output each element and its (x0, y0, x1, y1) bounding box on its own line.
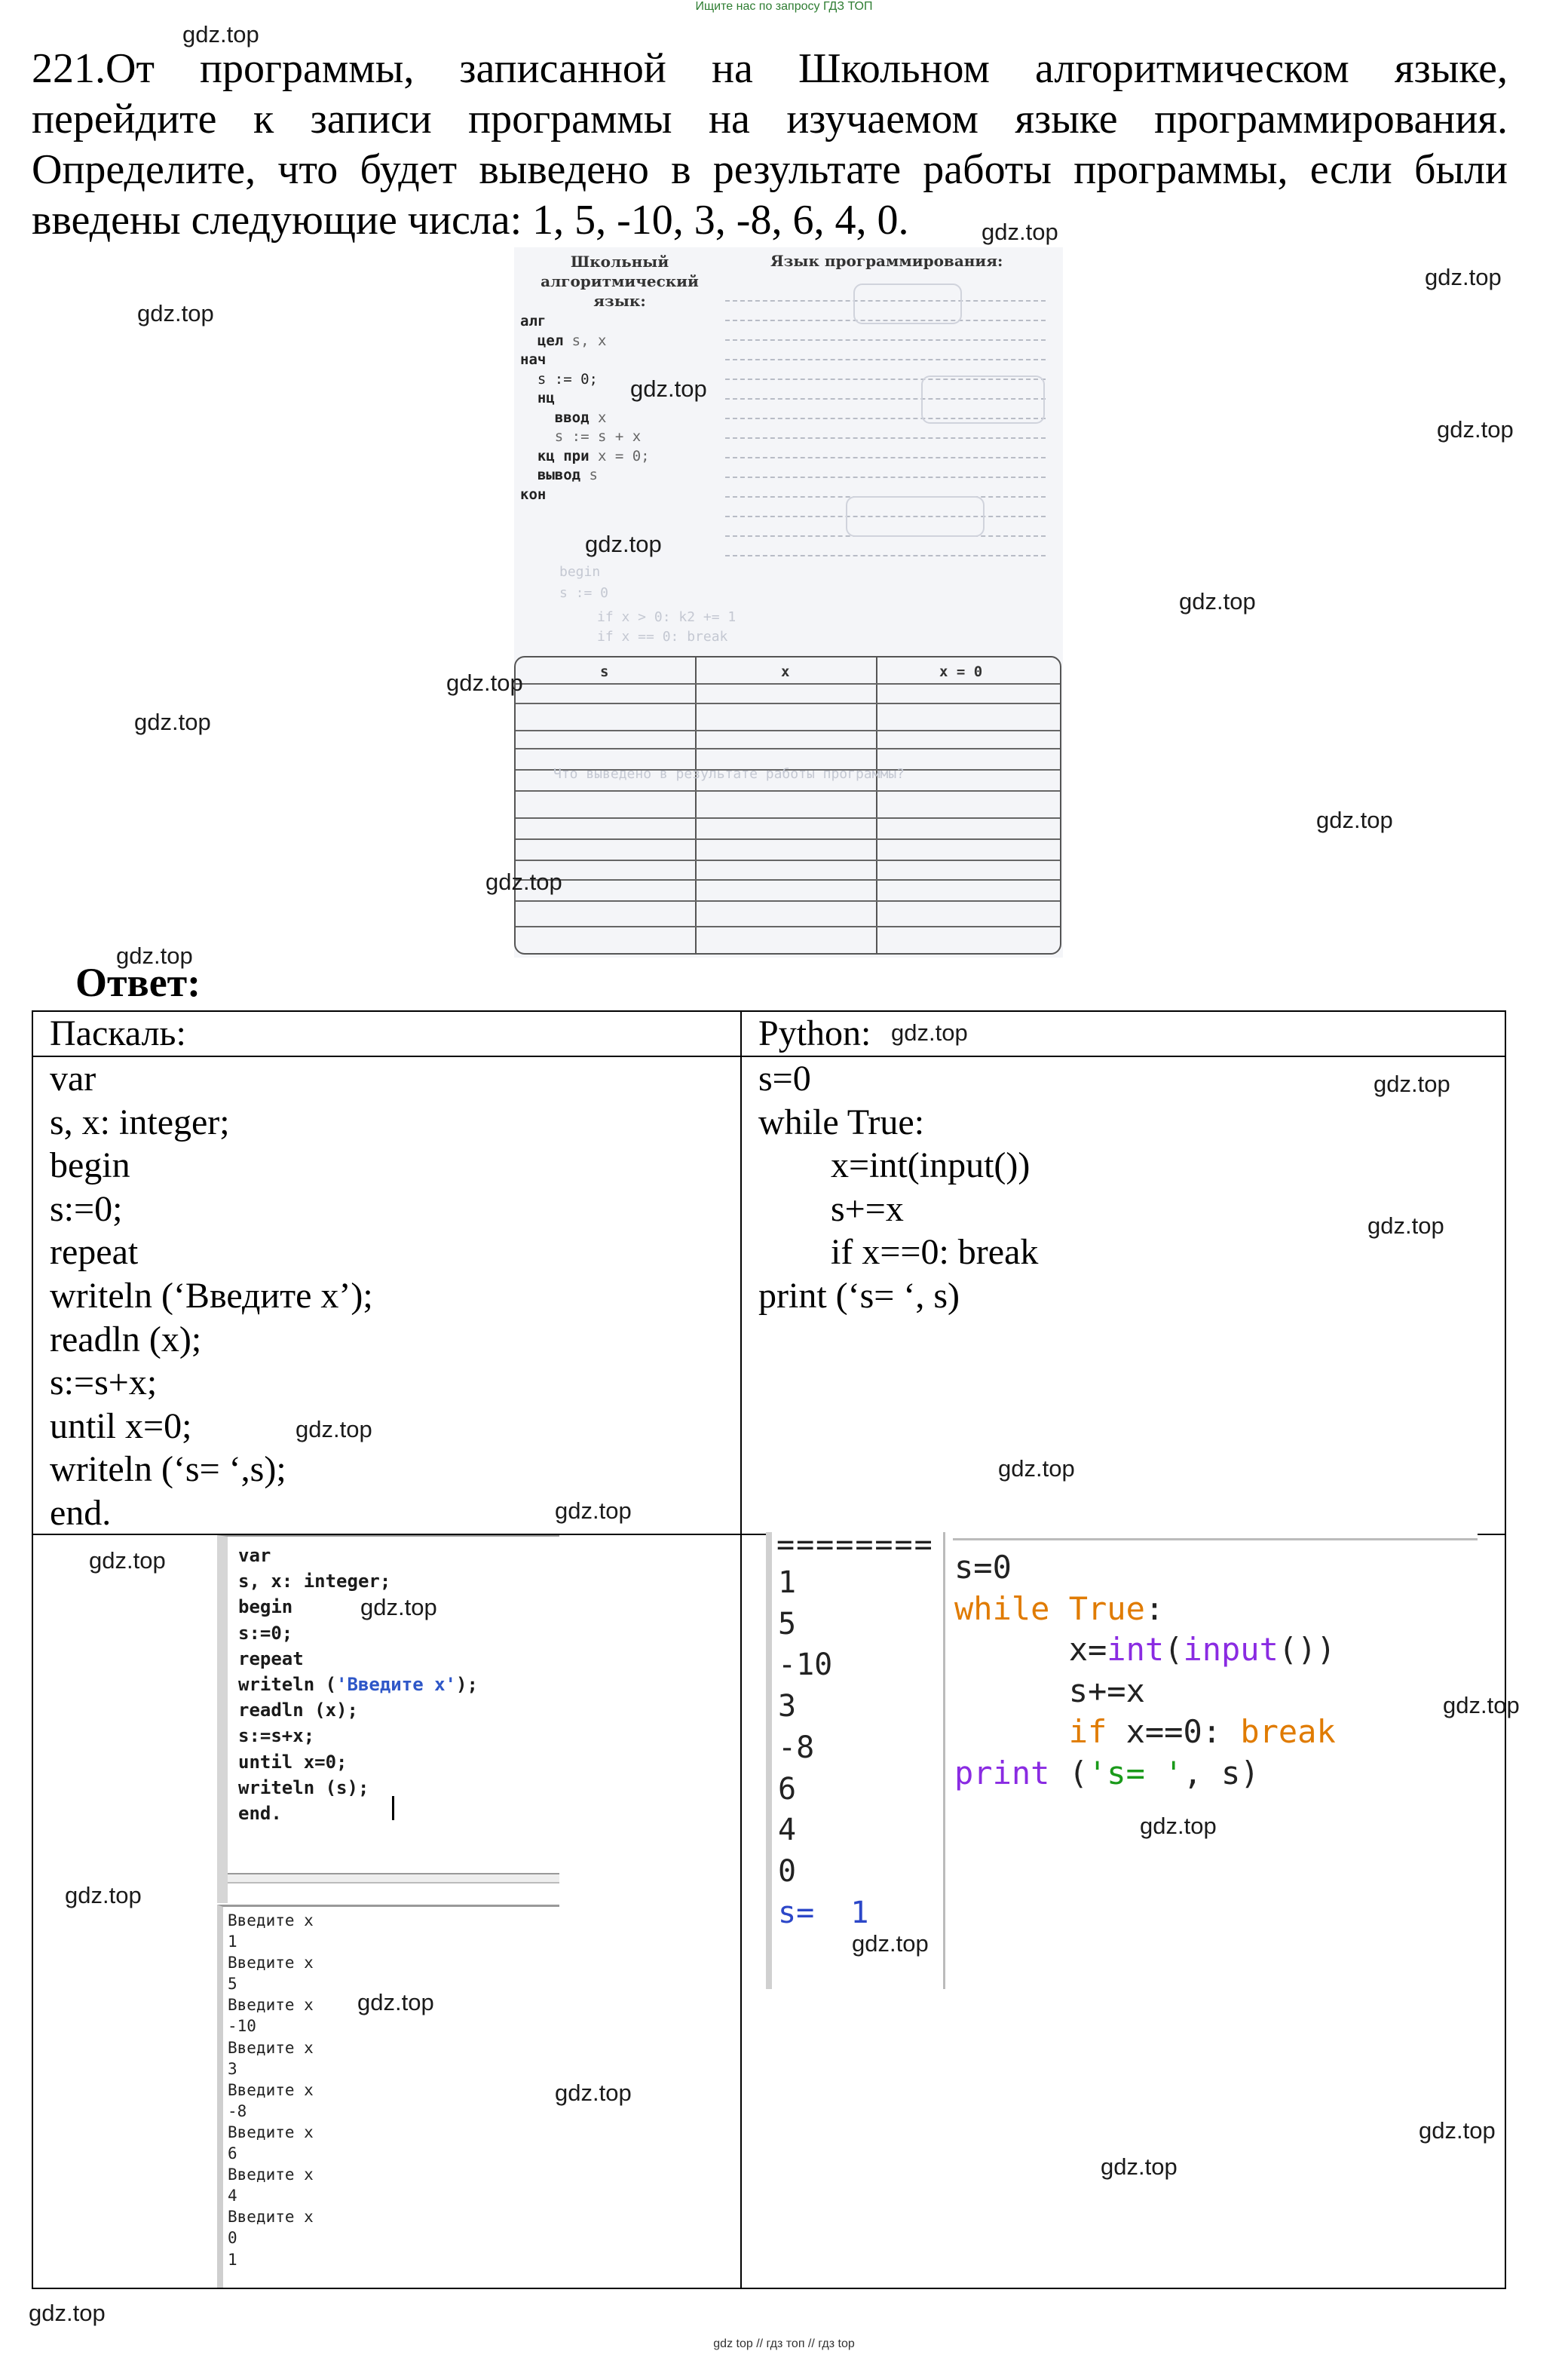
watermark: gdz.top (446, 670, 523, 696)
python-editor-code: s=0 while True: x=int(input()) s+=x if x… (954, 1549, 1336, 1792)
watermark: gdz.top (1367, 1212, 1444, 1239)
watermark: gdz.top (1316, 807, 1393, 833)
watermark: gdz.top (296, 1416, 372, 1442)
pascal-output-text: Введите x 1 Введите x 5 Введите x -10 Вв… (228, 1911, 314, 2269)
watermark: gdz.top (982, 219, 1058, 245)
watermark: gdz.top (116, 943, 193, 969)
watermark: gdz.top (1437, 416, 1514, 443)
header-note: Ищите нас по запросу ГДЗ ТОП (695, 0, 873, 13)
watermark: gdz.top (357, 1989, 434, 2015)
python-shell-output: 1 5 -10 3 -8 6 4 0 s= 1 (778, 1565, 869, 1930)
watermark: gdz.top (852, 1930, 929, 1957)
watermark: gdz.top (1101, 2153, 1178, 2180)
algo-language-header: Школьный алгоритмический язык: (541, 253, 699, 310)
task-line: перейдите к записи программы на изучаемо… (32, 96, 1508, 143)
horizontal-scrollbar (228, 1873, 559, 1884)
answer-label: Ответ: (75, 960, 201, 1005)
pascal-header: Паскаль: (50, 1013, 186, 1053)
pascal-output-screenshot: Введите x 1 Введите x 5 Введите x -10 Вв… (217, 1905, 559, 2288)
textbook-scan: Школьный алгоритмический язык: Язык прог… (514, 247, 1063, 958)
python-shell-screenshot: ======== 1 5 -10 3 -8 6 4 0 s= 1 (766, 1528, 945, 1989)
footer-note: gdz top // гдз топ // гдз top (713, 2337, 855, 2350)
pascal-code: var s, x: integer; begin s:=0; repeat wr… (50, 1059, 373, 1533)
task-line: Определите, что будет выведено в результ… (32, 146, 1508, 193)
watermark: gdz.top (29, 2300, 106, 2326)
watermark: gdz.top (89, 1547, 166, 1574)
restart-separator: ======== (776, 1528, 934, 1562)
task-line: введены следующие числа: 1, 5, -10, 3, -… (32, 197, 909, 244)
task-statement: 221.От программы, записанной на Школьном… (32, 44, 1508, 246)
watermark: gdz.top (555, 1497, 632, 1524)
watermark: gdz.top (1179, 588, 1256, 615)
watermark: gdz.top (555, 2080, 632, 2106)
watermark: gdz.top (585, 531, 662, 557)
watermark: gdz.top (485, 869, 562, 895)
watermark: gdz.top (360, 1594, 437, 1620)
watermark: gdz.top (1140, 1813, 1217, 1839)
python-editor-screenshot: s=0 while True: x=int(input()) s+=x if x… (945, 1532, 1478, 1804)
trace-table: s x x = 0 Что выведено в результате рабо… (514, 656, 1061, 955)
watermark: gdz.top (1419, 2117, 1496, 2144)
watermark: gdz.top (630, 375, 707, 402)
watermark: gdz.top (1425, 264, 1502, 290)
watermark: gdz.top (134, 709, 211, 735)
trace-col-cond: x = 0 (939, 664, 983, 680)
watermark: gdz.top (998, 1455, 1075, 1482)
python-code: s=0 while True: x=int(input()) s+=x if x… (758, 1059, 1039, 1316)
trace-col-s: s (600, 664, 609, 680)
text-caret (392, 1796, 394, 1820)
trace-col-x: x (781, 664, 790, 680)
python-header: Python: (758, 1013, 871, 1053)
watermark: gdz.top (182, 21, 259, 48)
pascal-editor-screenshot: var s, x: integer; begin s:=0; repeat wr… (217, 1535, 559, 1903)
watermark: gdz.top (65, 1882, 142, 1908)
algo-program: алг цел s, x нач s := 0; нц ввод x s := … (520, 313, 650, 503)
watermark: gdz.top (137, 300, 214, 326)
pascal-editor-code: var s, x: integer; begin s:=0; repeat wr… (238, 1545, 478, 1825)
watermark: gdz.top (1374, 1071, 1450, 1097)
watermark: gdz.top (1443, 1692, 1520, 1718)
watermark: gdz.top (891, 1019, 968, 1046)
programming-language-header: Язык программирования: (770, 252, 1003, 270)
task-line: 221.От программы, записанной на Школьном… (32, 45, 1508, 92)
